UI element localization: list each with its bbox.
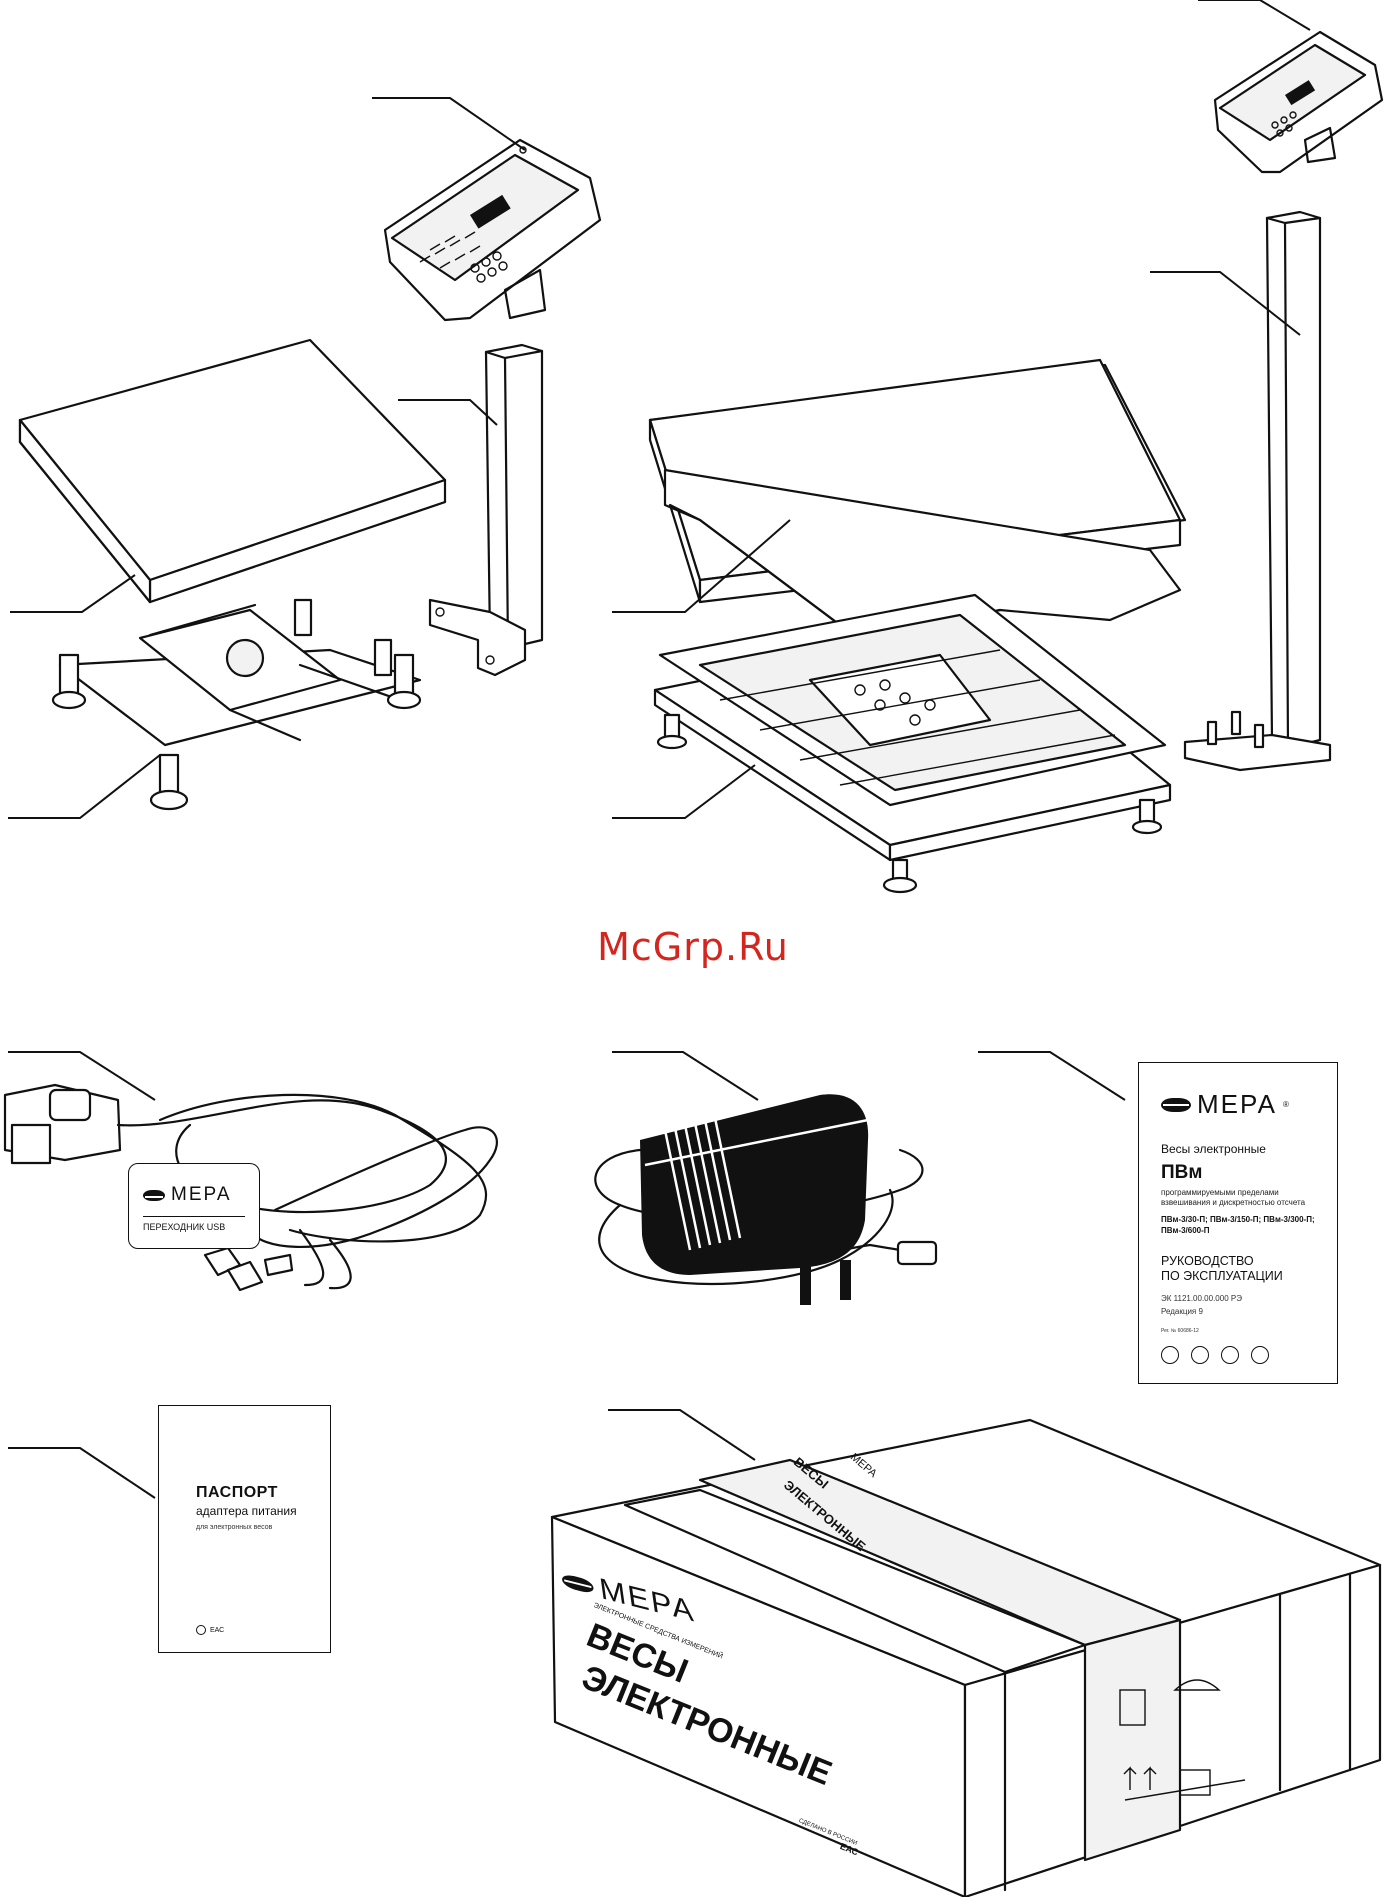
iso-icon [1191,1346,1209,1364]
manual-registration: Рег. № 60686-12 [1161,1328,1199,1334]
power-adapter [594,1094,938,1305]
mera-logo-icon [1161,1097,1191,1112]
manual-model: ПВм [1161,1162,1203,1183]
usb-brand-logo: МЕРА [143,1184,259,1206]
passport-small: для электронных весов [196,1524,273,1531]
column-right [1183,210,1332,772]
certification-icon [196,1625,206,1635]
mera-logo-icon [143,1189,165,1201]
frame-left [51,598,422,811]
manual-title-2: ПО ЭКСПЛУАТАЦИИ [1161,1269,1283,1283]
usb-adapter-text: ПЕРЕХОДНИК USB [143,1216,245,1232]
manual-models: ПВм-3/30-П; ПВм-3/150-П; ПВм-3/300-П; ПВ… [1161,1215,1315,1235]
manual-title-1: РУКОВОДСТВО [1161,1254,1254,1268]
manual-cert-icons [1161,1346,1319,1364]
column-left [428,343,544,677]
manual-edition: Редакция 9 [1161,1307,1203,1316]
usb-adapter-label: МЕРА ПЕРЕХОДНИК USB [128,1163,260,1249]
watermark: McGrp.Ru [597,925,789,969]
platform-left [18,338,447,604]
passport-mark: ЕАС [196,1625,316,1635]
terminal-right [1213,30,1384,174]
callout-leaders [8,0,1311,1499]
usb-adapter-cable [3,1083,498,1292]
ce-icon [1251,1346,1269,1364]
certification-icon [1161,1346,1179,1364]
quality-icon [1221,1346,1239,1364]
platform-right [648,358,1187,642]
manual-code: ЭК 1121.00.00.000 РЭ [1161,1294,1242,1303]
packing-box [550,1418,1382,1897]
manual-description: программируемыми пределами взвешивания и… [1161,1188,1306,1207]
base-right [653,593,1172,894]
manual-subtitle: Весы электронные [1161,1142,1266,1156]
mera-logo-icon [561,1572,595,1595]
passport-subtitle: адаптера питания [196,1504,297,1518]
terminal-left [383,138,602,322]
manual-brand-logo: МЕРА® [1161,1089,1319,1120]
user-manual: МЕРА® Весы электронные ПВм программируем… [1138,1062,1338,1384]
passport-title: ПАСПОРТ [196,1484,278,1501]
adapter-passport: ПАСПОРТ адаптера питания для электронных… [158,1405,331,1653]
